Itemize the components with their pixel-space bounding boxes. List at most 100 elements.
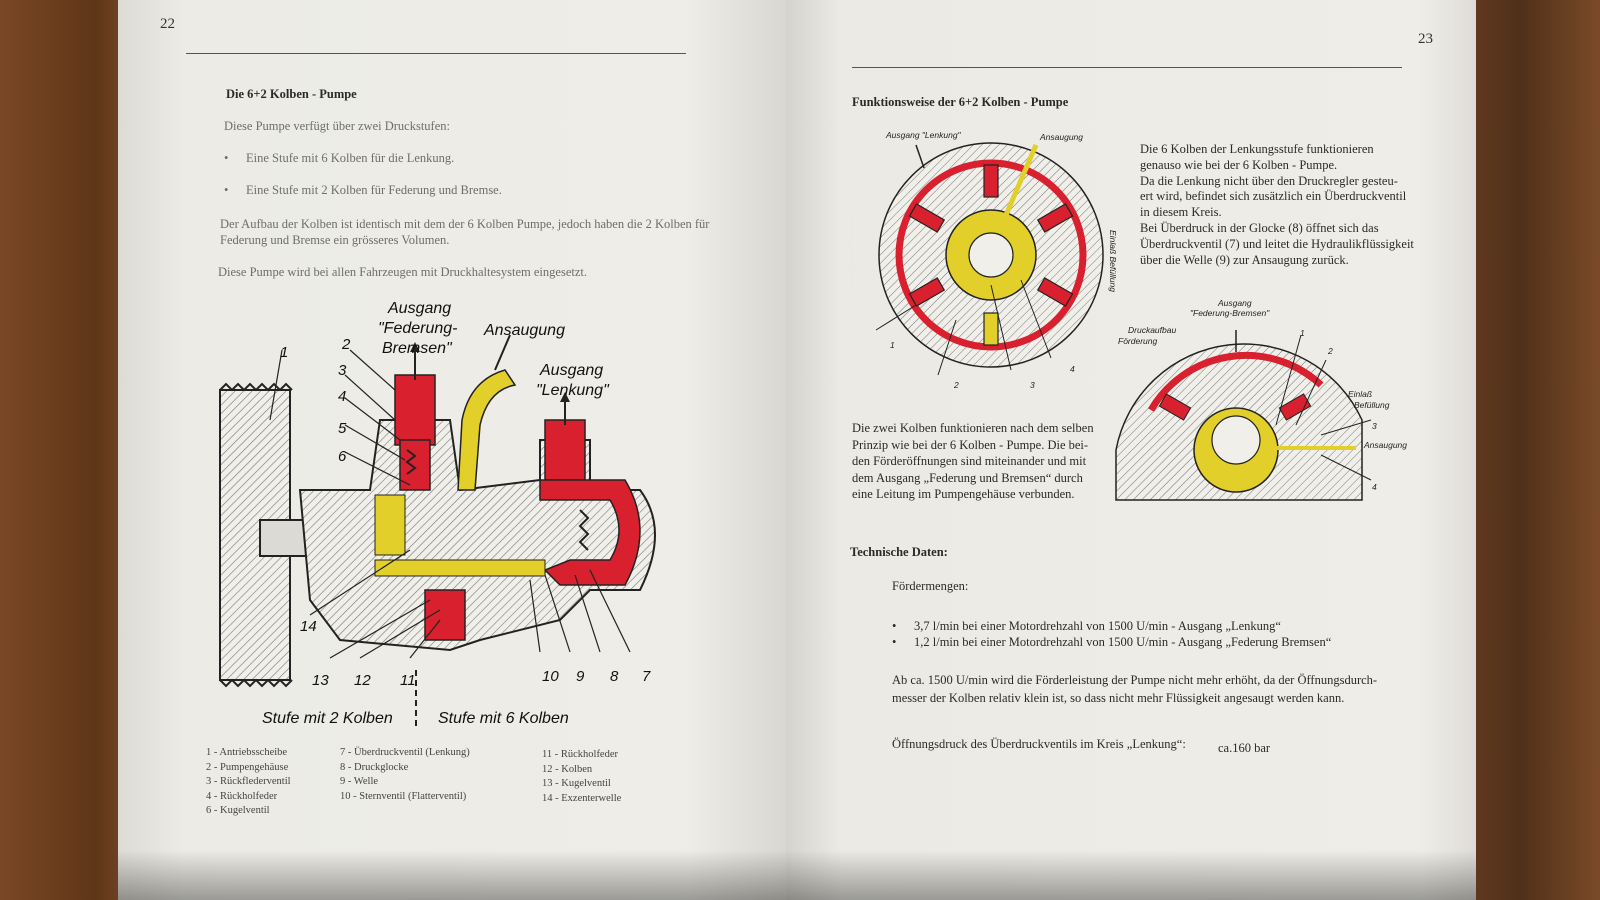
legend-item: 13 - Kugelventil [542, 778, 611, 789]
relief-valve-pressure-label: Öffnungsdruck des Überdruckventils im Kr… [892, 737, 1186, 751]
left-heading: Die 6+2 Kolben - Pumpe [226, 87, 357, 101]
header-rule-left [186, 53, 686, 54]
relief-valve-pressure-value: ca.160 bar [1218, 741, 1271, 755]
part-number-3: 3 [338, 362, 347, 379]
label-inlet-small: Einlaß [1348, 389, 1373, 399]
label-inlet-small: Befüllung [1354, 400, 1390, 410]
photo-shadow [118, 850, 1476, 900]
small-number-3: 3 [1372, 421, 1377, 431]
description-line: Überdruckventil (7) und leitet die Hydra… [1140, 236, 1414, 251]
part-number-10: 10 [542, 668, 559, 685]
label-inlet-round: Einlaß Befüllung [1107, 230, 1118, 292]
stage-6-pistons-label: Stufe mit 6 Kolben [438, 710, 569, 727]
label-intake-small: Ansaugung [1364, 440, 1408, 450]
legend-column-2: 7 - Überdruckventil (Lenkung) 8 - Druckg… [340, 746, 470, 804]
legend-item: 1 - Antriebsscheibe [206, 747, 288, 758]
label-outlet-suspension-small: Ausgang [1218, 298, 1252, 308]
part-number-5: 5 [338, 420, 347, 437]
label-outlet-suspension-small: "Federung-Bremsen" [1190, 308, 1270, 318]
technical-data-heading: Technische Daten: [850, 545, 948, 559]
part-number-9: 9 [576, 668, 585, 685]
description-line: über die Welle (9) zur Ansaugung zurück. [1140, 252, 1349, 267]
part-number-11: 11 [400, 672, 416, 689]
label-intake-round: Ansaugung [1040, 132, 1084, 142]
delivery-rate-steering: 3,7 l/min bei einer Motordrehzahl von 15… [914, 619, 1281, 633]
round-number-3: 3 [1030, 380, 1035, 390]
label-intake: Ansaugung [484, 322, 565, 339]
round-number-4: 4 [1070, 364, 1075, 374]
part-number-2: 2 [342, 336, 351, 353]
legend-column-1: 1 - Antriebsscheibe 2 - Pumpengehäuse 3 … [206, 746, 291, 819]
header-rule-right [852, 67, 1402, 68]
delivery-rate-suspension: 1,2 l/min bei einer Motordrehzahl von 15… [914, 635, 1332, 649]
left-intro: Diese Pumpe verfügt über zwei Druckstufe… [224, 119, 450, 133]
part-number-12: 12 [354, 672, 371, 689]
two-piston-description: Die zwei Kolben funktionieren nach dem s… [852, 420, 1094, 503]
description-line: genauso wie bei der 6 Kolben - Pumpe. [1140, 157, 1338, 172]
steering-stage-description: Die 6 Kolben der Lenkungsstufe funktioni… [1140, 142, 1414, 268]
right-heading: Funktionsweise der 6+2 Kolben - Pumpe [852, 95, 1069, 109]
legend-item: 10 - Sternventil (Flatterventil) [340, 790, 467, 802]
bullet-marker: • [892, 619, 897, 633]
left-paragraph-line: Federung und Bremse ein grösseres Volume… [220, 233, 450, 247]
legend-item: 8 - Druckglocke [340, 761, 409, 773]
small-number-1: 1 [1300, 328, 1305, 338]
legend-item: 14 - Exzenterwelle [542, 792, 622, 804]
label-pressure-small: Förderung [1118, 336, 1158, 346]
bullet-marker: • [224, 183, 229, 197]
two-piston-diagram [1115, 330, 1372, 501]
round-number-2: 2 [954, 380, 959, 390]
description-line: Da die Lenkung nicht über den Druckregle… [1140, 173, 1398, 188]
bullet-suspension-stage: Eine Stufe mit 2 Kolben für Federung und… [246, 183, 502, 197]
legend-item: 12 - Kolben [542, 763, 593, 775]
description-line: Die 6 Kolben der Lenkungsstufe funktioni… [1140, 142, 1374, 156]
label-outlet-suspension: Bremsen" [382, 340, 452, 357]
small-number-2: 2 [1328, 346, 1333, 356]
label-outlet-suspension: Ausgang [388, 300, 452, 317]
legend-item: 3 - Rückflederventil [206, 776, 291, 787]
stage-2-pistons-label: Stufe mit 2 Kolben [262, 710, 393, 727]
description-line: Bei Überdruck in der Glocke (8) öffnet s… [1140, 220, 1379, 235]
bullet-steering-stage: Eine Stufe mit 6 Kolben für die Lenkung. [246, 151, 455, 165]
delivery-rates-heading: Fördermengen: [892, 579, 969, 593]
legend-item: 11 - Rückholfeder [542, 749, 619, 760]
rpm-note-line: messer der Kolben relativ klein ist, so … [892, 691, 1345, 705]
label-pressure-round: Druckaufbau Förderung [845, 210, 856, 300]
page-number-left: 22 [160, 16, 175, 32]
bullet-marker: • [892, 635, 897, 649]
label-pressure-small: Druckaufbau [1128, 325, 1177, 335]
part-number-4: 4 [338, 388, 347, 405]
rpm-note-line: Ab ca. 1500 U/min wird die Förderleistun… [892, 673, 1378, 687]
legend-item: 6 - Kugelventil [206, 805, 270, 816]
six-piston-radial-diagram [875, 142, 1104, 376]
small-number-4: 4 [1372, 482, 1377, 492]
legend-item: 7 - Überdruckventil (Lenkung) [340, 747, 470, 758]
part-number-1: 1 [280, 344, 289, 361]
bullet-marker: • [224, 151, 229, 165]
legend-column-3: 11 - Rückholfeder 12 - Kolben 13 - Kugel… [542, 748, 621, 806]
label-outlet-steering: "Lenkung" [536, 382, 609, 399]
part-number-6: 6 [338, 448, 347, 465]
description-line: in diesem Kreis. [1140, 205, 1222, 220]
legend-item: 4 - Rückholfeder [206, 790, 278, 802]
part-number-13: 13 [312, 672, 329, 689]
part-number-8: 8 [610, 668, 619, 685]
two-piston-line: eine Leitung im Pumpengehäuse verbunden. [852, 487, 1075, 501]
label-outlet-steering-round: Ausgang "Lenkung" [886, 130, 961, 140]
legend-item: 2 - Pumpengehäuse [206, 761, 289, 773]
page-number-right: 23 [1418, 31, 1433, 47]
two-piston-line: dem Ausgang „Federung und Bremsen“ durch [852, 470, 1083, 485]
pump-cross-section-diagram [219, 334, 656, 730]
round-number-1: 1 [890, 340, 895, 350]
description-line: ert wird, befindet sich zusätzlich ein Ü… [1140, 189, 1407, 204]
label-outlet-suspension: "Federung- [378, 320, 458, 337]
legend-item: 9 - Welle [340, 776, 379, 787]
two-piston-line: Die zwei Kolben funktionieren nach dem s… [852, 421, 1094, 435]
left-paragraph-line: Der Aufbau der Kolben ist identisch mit … [220, 217, 710, 231]
label-outlet-steering: Ausgang [540, 362, 604, 379]
two-piston-line: Prinzip wie bei der 6 Kolben - Pumpe. Di… [852, 437, 1089, 452]
left-paragraph-usage: Diese Pumpe wird bei allen Fahrzeugen mi… [218, 265, 587, 279]
two-piston-line: den Förderöffnungen sind miteinander und… [852, 454, 1087, 468]
part-number-14: 14 [300, 618, 317, 635]
part-number-7: 7 [642, 668, 651, 685]
